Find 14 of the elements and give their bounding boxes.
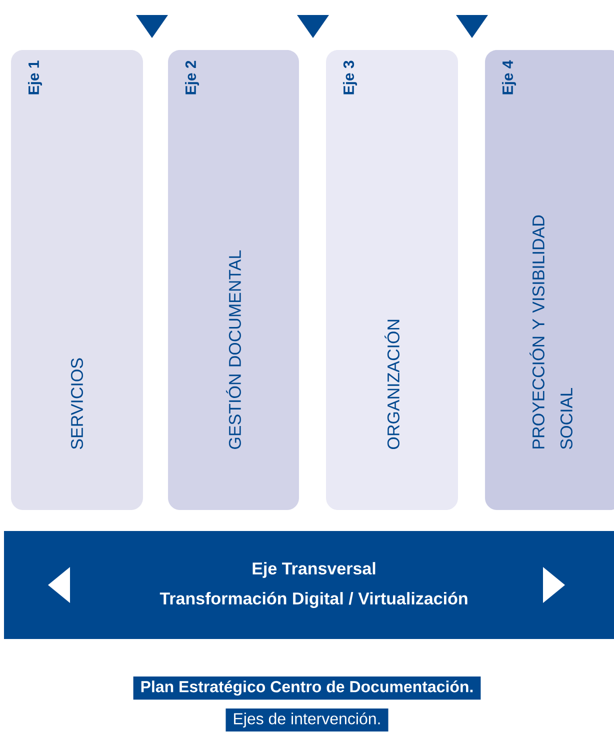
axis-name: PROYECCIÓN Y VISIBILIDAD SOCIAL: [530, 215, 572, 450]
caption-label: Ejes de intervención.: [226, 708, 388, 732]
column-panel: [11, 50, 143, 510]
axis-heading: Eje 3: [343, 60, 357, 94]
column-panel: [485, 50, 614, 510]
axis-name: ORGANIZACIÓN: [384, 320, 400, 449]
column-panel: [168, 50, 299, 510]
axis-name: SERVICIOS: [70, 358, 84, 450]
axis-heading: Eje 4: [502, 60, 516, 94]
axis-heading: Eje 2: [185, 60, 199, 94]
axis-heading: Eje 1: [28, 60, 42, 94]
axis-name: GESTIÓN DOCUMENTAL: [226, 250, 241, 449]
caption-label: Plan Estratégico Centro de Documentación.: [133, 676, 481, 700]
transversal-band: Eje Transversal Transformación Digital / Virtualización: [4, 531, 614, 639]
